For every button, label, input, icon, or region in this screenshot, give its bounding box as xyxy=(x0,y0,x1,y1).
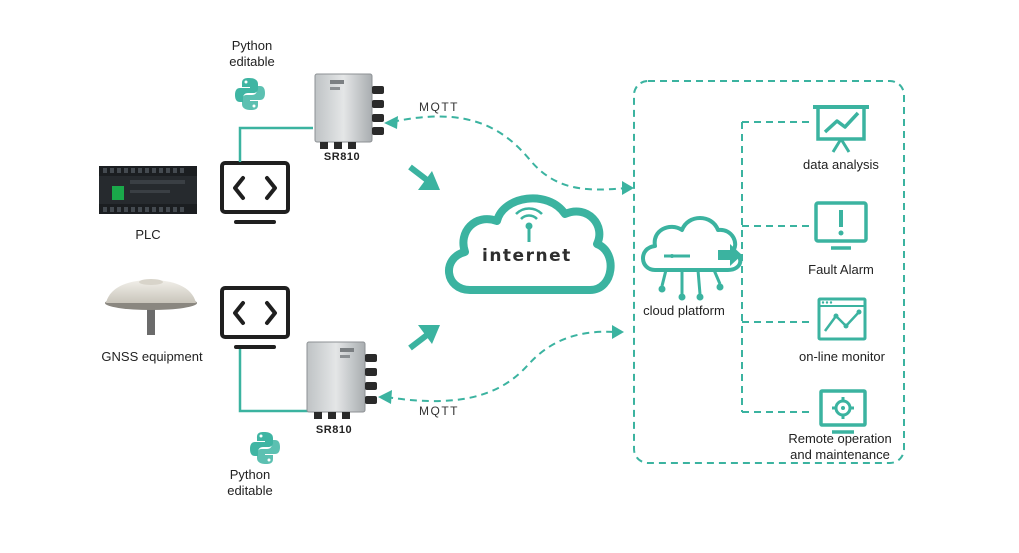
mqtt-label-bottom: MQTT xyxy=(419,404,459,418)
fault-alarm-label: Fault Alarm xyxy=(808,262,874,277)
service-tree-lines xyxy=(741,121,810,413)
python-editable-label-top: Python editable xyxy=(229,38,275,69)
service-arrow-icon xyxy=(718,244,742,266)
remote-operation-label: Remote operation and maintenance xyxy=(788,431,892,462)
gnss-label: GNSS equipment xyxy=(101,349,203,364)
internet-label: internet xyxy=(482,246,572,266)
cloud-services-panel xyxy=(633,80,905,464)
python-logo-icon xyxy=(235,78,265,110)
cloud-wifi-icon xyxy=(445,194,615,294)
python-logo-icon xyxy=(250,432,280,464)
presentation-chart-icon xyxy=(813,105,869,153)
data-analysis-label: data analysis xyxy=(803,157,879,172)
sr810-router-image xyxy=(306,341,377,419)
plc-label: PLC xyxy=(135,227,161,242)
gnss-device-image xyxy=(105,279,197,335)
sr810-router-image xyxy=(314,73,384,149)
sr810-label-top: SR810 xyxy=(323,151,361,163)
code-monitor-icon xyxy=(220,161,290,224)
mqtt-link-top xyxy=(391,115,627,191)
python-editable-label-bottom: Python editable xyxy=(227,467,273,498)
exclamation-monitor-icon xyxy=(814,201,868,250)
uplink-arrow-icon xyxy=(408,325,440,351)
connector-line xyxy=(238,349,312,413)
connector-line xyxy=(238,126,313,162)
cloud-platform-label: cloud platform xyxy=(643,303,725,318)
uplink-arrow-icon xyxy=(408,164,440,190)
monitor-gear-icon xyxy=(819,389,867,434)
code-monitor-icon xyxy=(220,286,290,349)
online-monitor-label: on-line monitor xyxy=(799,349,885,364)
browser-line-chart-icon xyxy=(817,297,867,341)
sr810-label-bottom: SR810 xyxy=(315,424,353,436)
mqtt-link-bottom xyxy=(385,330,617,403)
mqtt-label-top: MQTT xyxy=(419,100,459,114)
plc-device-image xyxy=(99,166,197,214)
